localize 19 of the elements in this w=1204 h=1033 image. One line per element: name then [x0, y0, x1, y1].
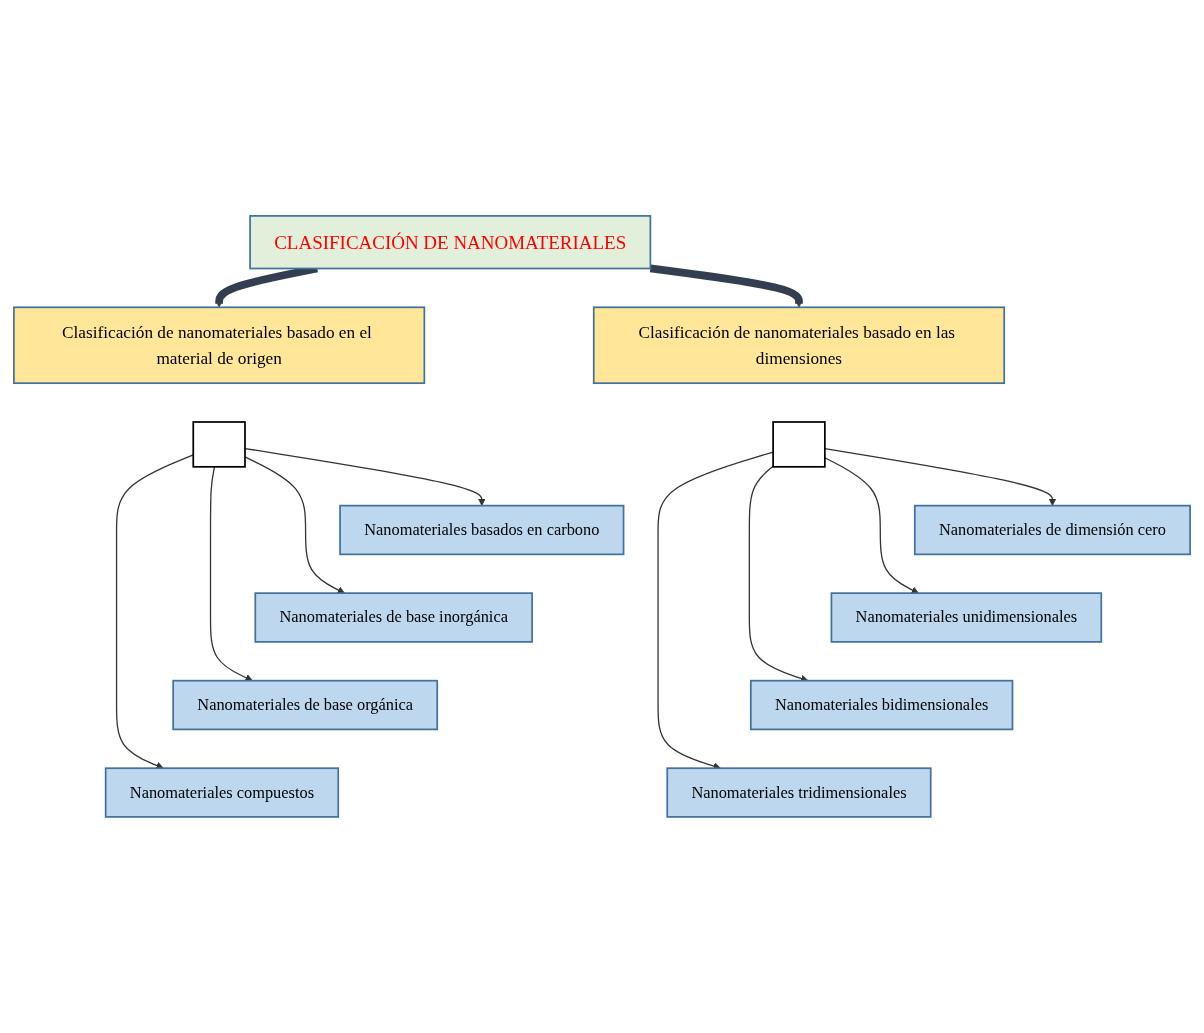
arrow — [657, 451, 774, 770]
arrow — [649, 264, 803, 308]
arrow — [824, 448, 1057, 507]
node-box: Clasificación de nanomateriales basado en el material de origen — [13, 306, 426, 385]
arrow — [115, 454, 194, 770]
node-box: Nanomateriales de base orgánica — [172, 679, 439, 731]
node-box: Nanomateriales unidimensionales — [830, 592, 1103, 643]
node-box: Nanomateriales tridimensionales — [666, 767, 932, 818]
node-box: Nanomateriales bidimensionales — [749, 679, 1014, 731]
node-box: Nanomateriales compuestos — [104, 767, 340, 818]
node-box: Nanomateriales de base inorgánica — [254, 592, 533, 643]
arrow — [209, 466, 253, 682]
arrow — [824, 457, 919, 594]
node-box: Nanomateriales de dimensión cero — [913, 504, 1191, 556]
node-bar — [192, 421, 246, 468]
node-box: CLASIFICACIÓN DE NANOMATERIALES — [249, 215, 652, 270]
node-box: Clasificación de nanomateriales basado en las dimensiones — [592, 306, 1006, 385]
node-box: Nanomateriales basados en carbono — [339, 504, 625, 556]
node-bar — [772, 421, 826, 468]
